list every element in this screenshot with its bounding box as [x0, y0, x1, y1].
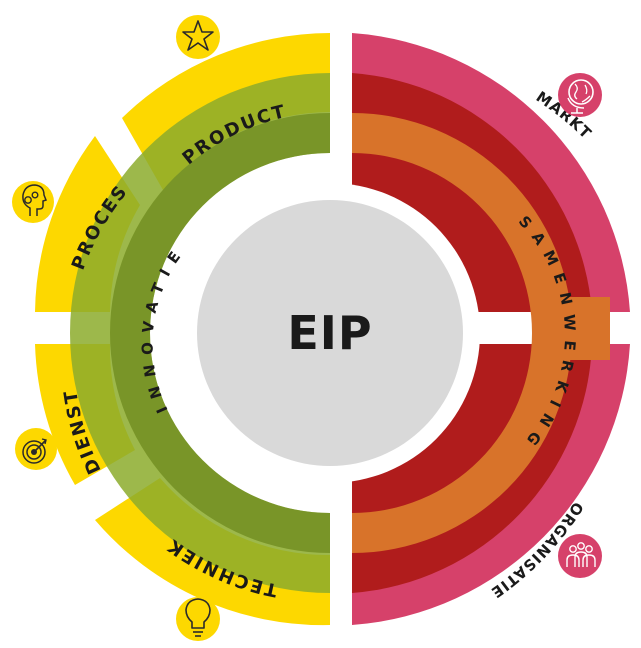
star-icon — [176, 15, 220, 59]
innovatie-outer-ring — [70, 73, 330, 593]
head-gears-icon — [12, 181, 54, 223]
samenwerking-bridge — [540, 297, 610, 360]
innovatie-inner-ring — [110, 113, 330, 553]
center-label: EIP — [287, 306, 372, 360]
center-circle — [197, 200, 463, 466]
globe-icon — [558, 73, 602, 117]
lightbulb-icon — [176, 597, 220, 641]
people-icon — [558, 534, 602, 578]
target-icon — [15, 428, 57, 470]
samenwerking-ring — [352, 113, 572, 553]
